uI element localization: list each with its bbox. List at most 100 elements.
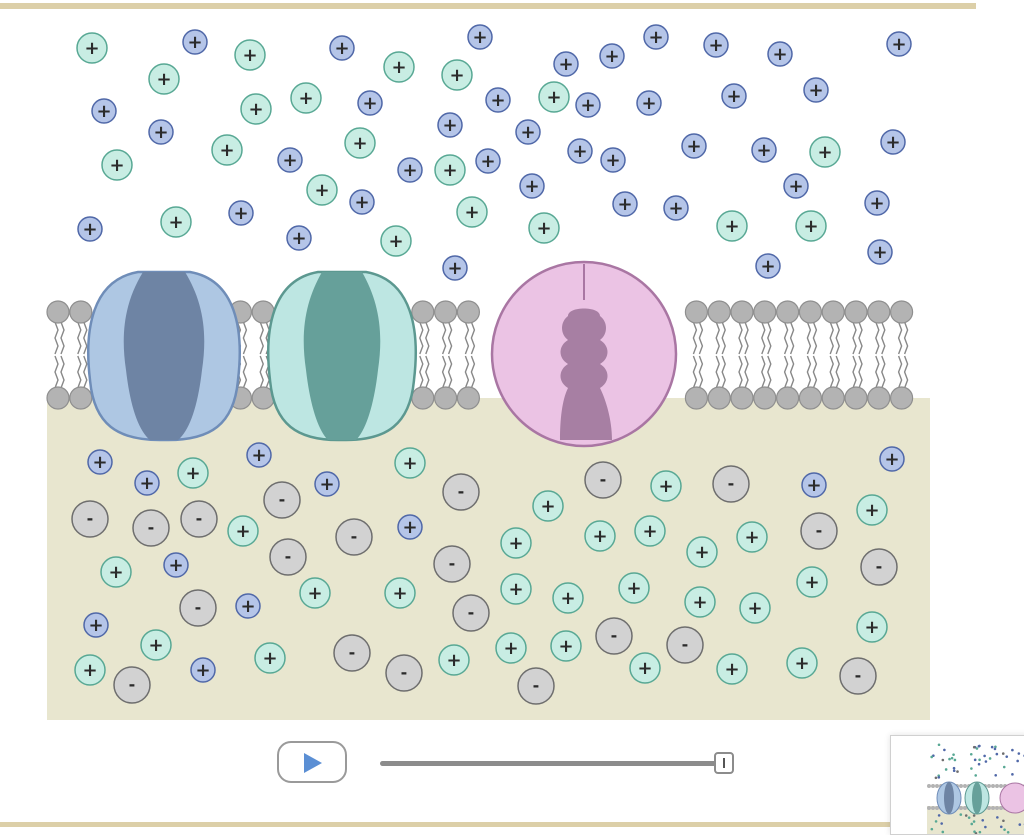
cation-green: + (501, 528, 531, 558)
lipid-head (435, 387, 457, 409)
cation-green: + (685, 587, 715, 617)
lipid-tail (830, 322, 839, 388)
lipid-head (70, 301, 92, 323)
cation-green: + (717, 211, 747, 241)
anion: - (434, 546, 470, 582)
lipid-head (685, 387, 707, 409)
cation-blue: + (664, 196, 688, 220)
cation-blue: + (887, 32, 911, 56)
lipid-head (731, 387, 753, 409)
cation-blue: + (135, 471, 159, 495)
lipid-tail (55, 322, 64, 388)
cation-blue: + (398, 158, 422, 182)
cation-blue: + (756, 254, 780, 278)
cation-blue: + (802, 473, 826, 497)
lipid-head (799, 387, 821, 409)
anion: - (713, 466, 749, 502)
cation-green: + (797, 567, 827, 597)
lipid-head (754, 301, 776, 323)
lipid-head (891, 301, 913, 323)
cation-green: + (717, 654, 747, 684)
anion: - (386, 655, 422, 691)
cation-green: + (101, 557, 131, 587)
cation-green: + (161, 207, 191, 237)
lipid-tail (899, 322, 908, 388)
lipid-tail (762, 322, 771, 388)
cation-blue: + (752, 138, 776, 162)
lipid-head (868, 387, 890, 409)
lipid-tail (78, 322, 87, 388)
cation-green: + (212, 135, 242, 165)
cation-blue: + (476, 149, 500, 173)
cation-green: + (141, 630, 171, 660)
lipid-tail (443, 322, 452, 388)
cation-blue: + (865, 191, 889, 215)
anion: - (270, 539, 306, 575)
sodium-potassium-pump (492, 262, 676, 446)
lipid-head (70, 387, 92, 409)
cation-green: + (737, 522, 767, 552)
lipid-head (47, 301, 69, 323)
lipid-head (845, 387, 867, 409)
cation-green: + (787, 648, 817, 678)
cation-blue: + (576, 93, 600, 117)
cation-green: + (381, 226, 411, 256)
cation-green: + (439, 645, 469, 675)
cation-blue: + (443, 256, 467, 280)
ion-channel-green (268, 272, 415, 440)
cation-green: + (651, 471, 681, 501)
anion: - (336, 519, 372, 555)
lipid-tail (693, 322, 702, 388)
cation-blue: + (768, 42, 792, 66)
cation-green: + (501, 574, 531, 604)
lipid-tail (876, 322, 885, 388)
cation-blue: + (84, 613, 108, 637)
cation-green: + (307, 175, 337, 205)
cation-blue: + (229, 201, 253, 225)
anion: - (114, 667, 150, 703)
cation-blue: + (613, 192, 637, 216)
lipid-head (845, 301, 867, 323)
cation-green: + (585, 521, 615, 551)
cation-blue: + (554, 52, 578, 76)
anion: - (861, 549, 897, 585)
lipid-head (891, 387, 913, 409)
cation-green: + (395, 448, 425, 478)
cation-green: + (529, 213, 559, 243)
diagram-thumbnail[interactable] (890, 735, 1024, 835)
anion: - (133, 510, 169, 546)
cation-blue: + (398, 515, 422, 539)
lipid-head (685, 301, 707, 323)
lipid-head (708, 387, 730, 409)
cation-green: + (345, 128, 375, 158)
cation-green: + (291, 83, 321, 113)
cation-blue: + (438, 113, 462, 137)
cation-green: + (385, 578, 415, 608)
cation-blue: + (880, 447, 904, 471)
lipid-head (777, 387, 799, 409)
play-button[interactable] (277, 741, 347, 783)
cation-green: + (384, 52, 414, 82)
cation-blue: + (88, 450, 112, 474)
cation-blue: + (516, 120, 540, 144)
cation-green: + (539, 82, 569, 112)
cation-green: + (228, 516, 258, 546)
thumbnail-image (891, 736, 1024, 835)
cation-green: + (300, 578, 330, 608)
cation-blue: + (183, 30, 207, 54)
lipid-head (777, 301, 799, 323)
grip-icon (723, 758, 725, 768)
lipid-tail (785, 322, 794, 388)
lipid-head (754, 387, 776, 409)
lipid-tail (465, 322, 474, 388)
lipid-head (799, 301, 821, 323)
cation-blue: + (247, 443, 271, 467)
lipid-head (708, 301, 730, 323)
cation-blue: + (520, 174, 544, 198)
cation-blue: + (278, 148, 302, 172)
progress-handle[interactable] (714, 752, 734, 774)
progress-track[interactable] (380, 761, 720, 766)
cation-blue: + (682, 134, 706, 158)
cation-blue: + (92, 99, 116, 123)
